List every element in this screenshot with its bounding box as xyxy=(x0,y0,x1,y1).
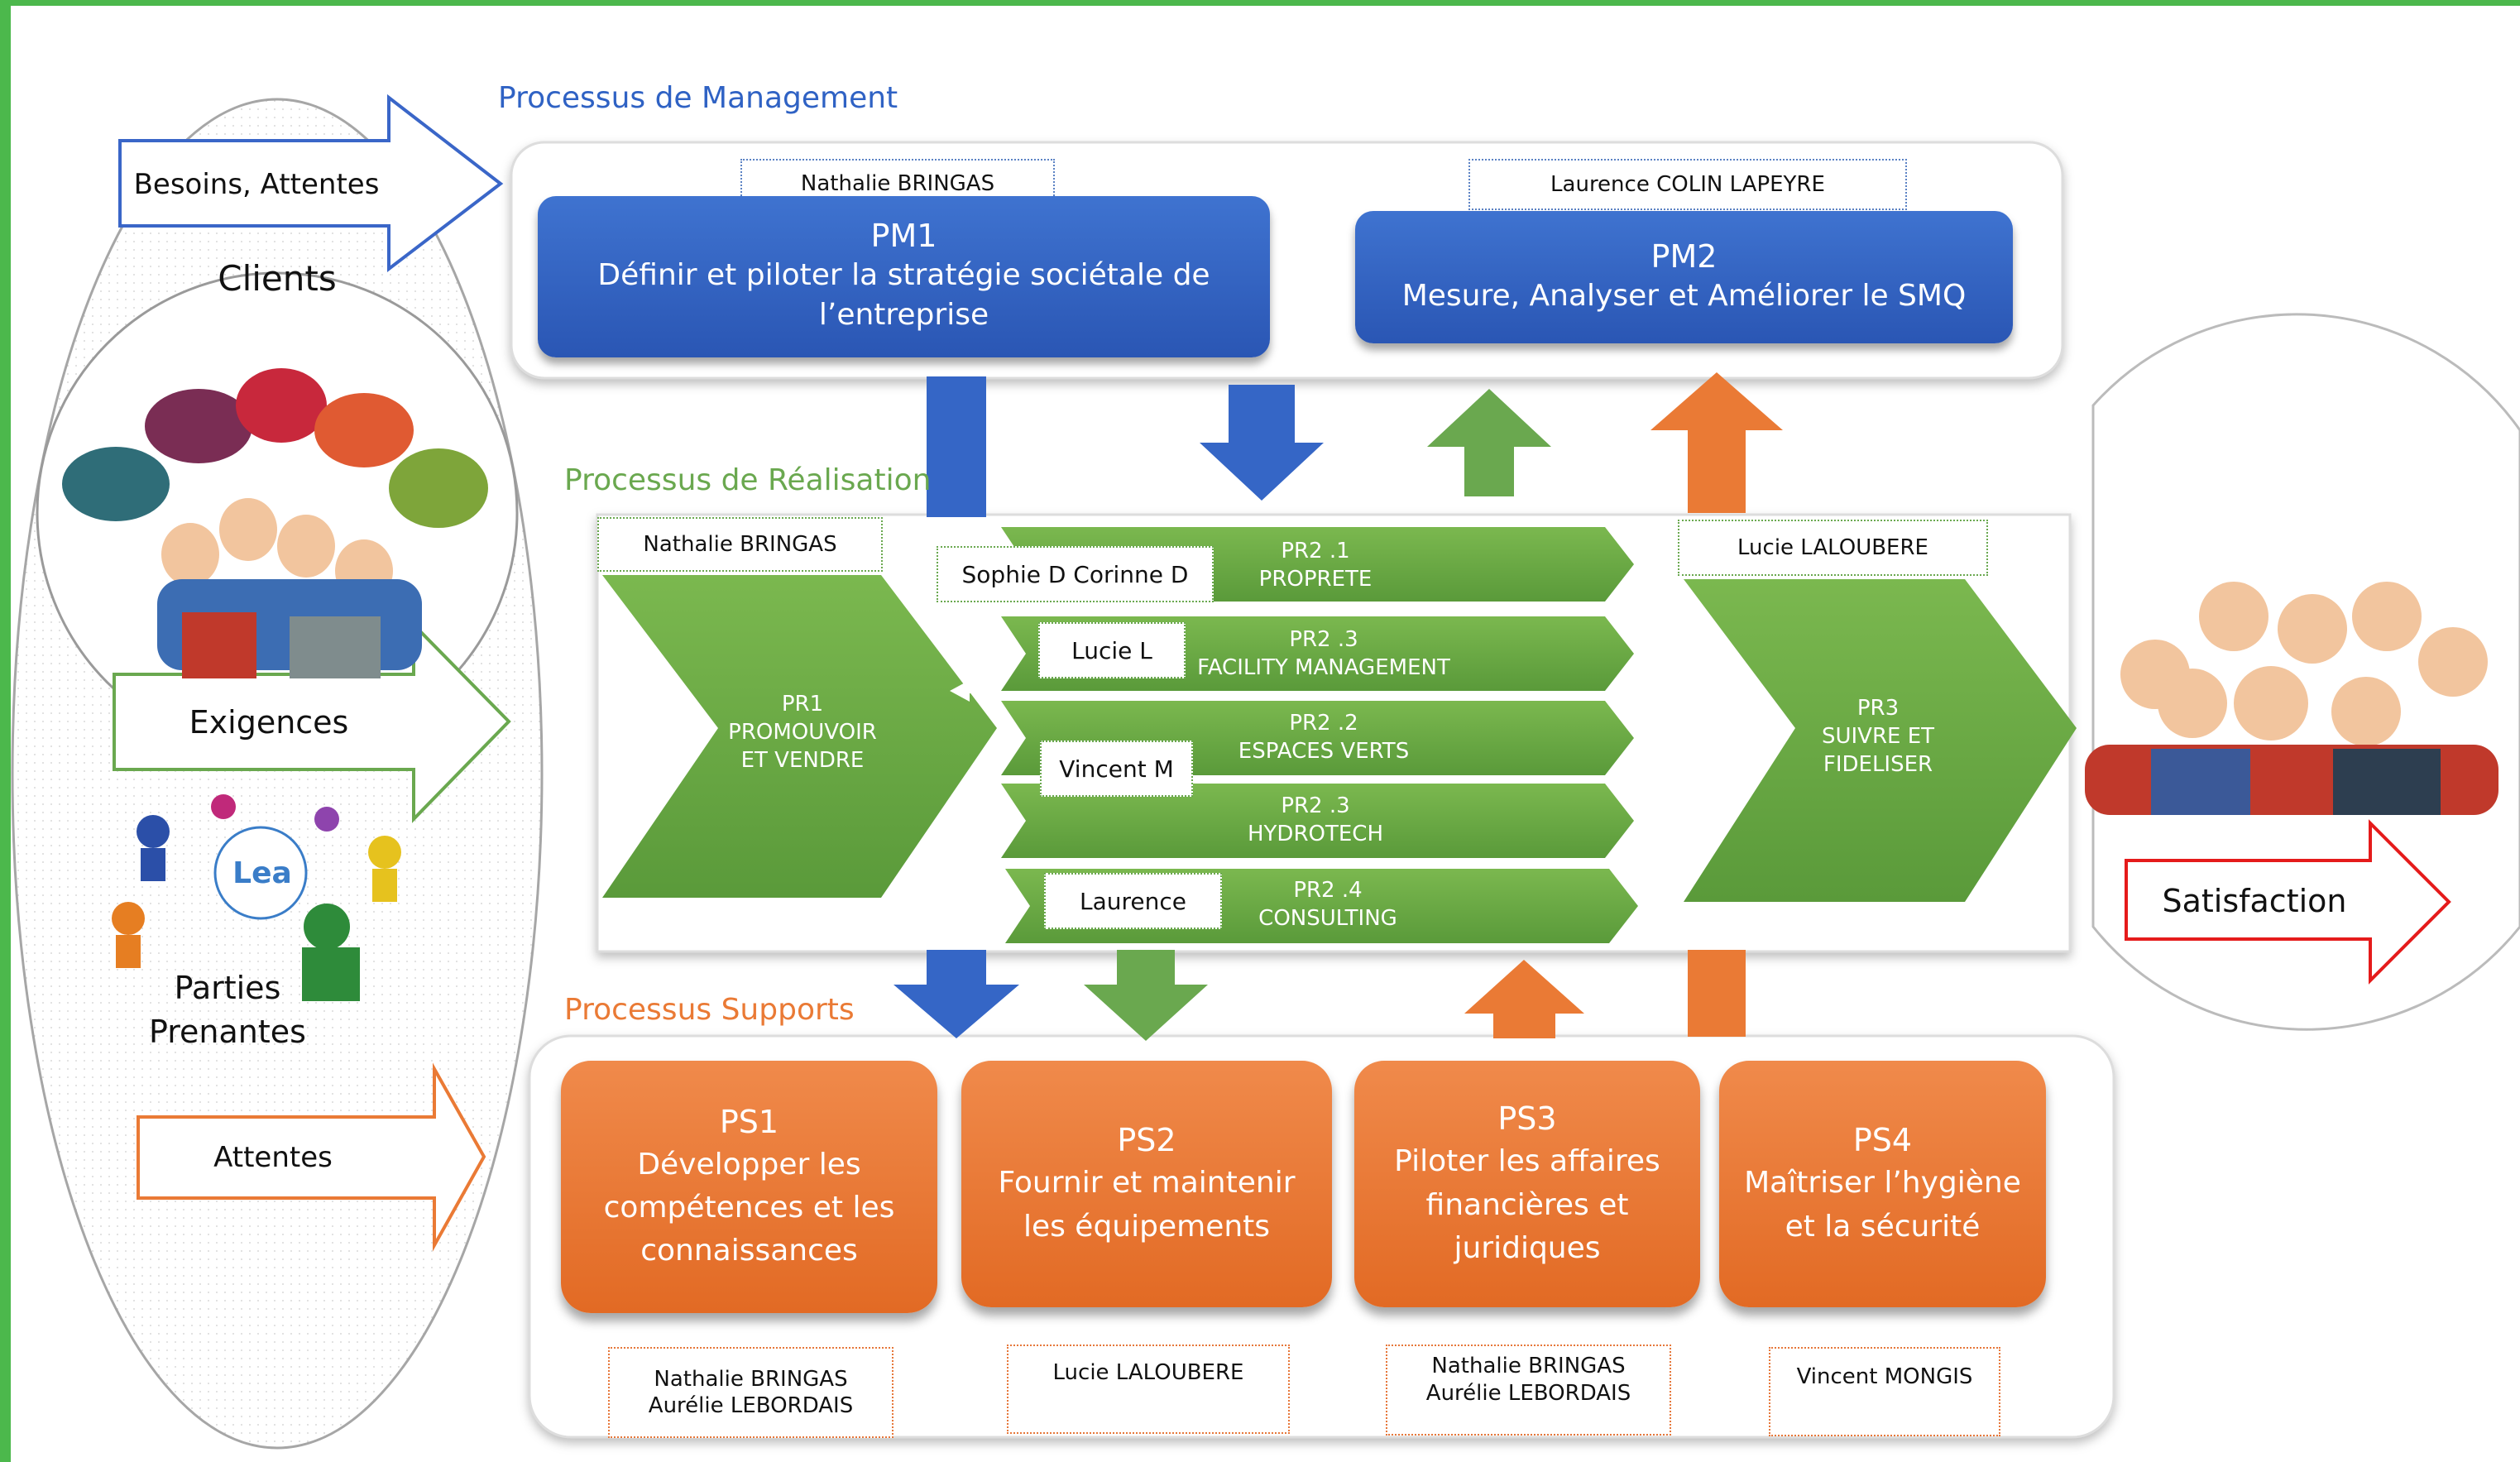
pr2-item-1-name: PROPRETE xyxy=(1258,566,1373,592)
blue-down-arrow-lower xyxy=(893,950,1019,1038)
pr1-owner: Nathalie BRINGAS xyxy=(597,517,883,572)
expectations-arrow-shape xyxy=(137,1062,486,1252)
blue-down-arrow xyxy=(1200,385,1324,501)
ps3-text: Piloter les affaires financières et juri… xyxy=(1394,1144,1660,1265)
pr3-line1: SUIVRE ET xyxy=(1821,723,1935,749)
pr3-chevron xyxy=(1684,579,2077,902)
ps2-owner: Lucie LALOUBERE xyxy=(1007,1345,1290,1434)
ps3-owner-1: Nathalie BRINGAS xyxy=(1431,1354,1626,1378)
pr3-label: PR3 SUIVRE ET FIDELISER xyxy=(1770,695,1986,779)
ps3-code: PS3 xyxy=(1497,1100,1557,1138)
pr3-line2: FIDELISER xyxy=(1823,751,1933,777)
frame-border-left xyxy=(0,0,11,1462)
needs-arrow-shape xyxy=(118,93,504,273)
pm1-text: Définir et piloter la stratégie sociétal… xyxy=(597,257,1210,333)
requirements-arrow-label: Exigences xyxy=(189,703,349,741)
stakeholder-figures xyxy=(112,794,401,1001)
ps2-code: PS2 xyxy=(1117,1122,1176,1159)
satisfied-people-illustration xyxy=(2085,582,2498,815)
pr2-item-5-label: PR2 .4 CONSULTING xyxy=(1187,877,1468,933)
orange-up-arrow xyxy=(1650,372,1783,513)
satisfaction-circle xyxy=(2091,313,2520,1031)
pr2-item-2-name: FACILITY MANAGEMENT xyxy=(1197,654,1450,680)
pr2-item-2-code: PR2 .3 xyxy=(1289,627,1358,652)
green-up-arrow xyxy=(1427,389,1551,496)
pm2-text: Mesure, Analyser et Améliorer le SMQ xyxy=(1401,278,1967,313)
frame-border-top xyxy=(0,0,2520,6)
pr2-item-3-code: PR2 .2 xyxy=(1289,711,1358,736)
ps1-text: Développer les compétences et les connai… xyxy=(603,1147,895,1268)
orange-up-arrow-lower xyxy=(1464,960,1584,1038)
pr1-code: PR1 xyxy=(781,692,824,717)
pr2-item-5-owner: Laurence xyxy=(1044,873,1222,929)
clients-illustration xyxy=(62,368,488,678)
pm2-code: PM2 xyxy=(1650,237,1718,275)
pr1-line1: PROMOUVOIR xyxy=(728,719,877,745)
ps4-code: PS4 xyxy=(1852,1122,1913,1159)
pr2-item-3-label: PR2 .2 ESPACES VERTS xyxy=(1183,710,1464,766)
pr2-item-1-code: PR2 .1 xyxy=(1281,539,1350,563)
pm1-box[interactable]: PM1 Définir et piloter la stratégie soci… xyxy=(538,196,1270,357)
pr3-code: PR3 xyxy=(1856,696,1900,721)
pm2-owner: Laurence COLIN LAPEYRE xyxy=(1468,159,1907,210)
pr2-item-1-owner: Sophie D Corinne D xyxy=(937,546,1214,602)
ps3-box[interactable]: PS3 Piloter les affaires financières et … xyxy=(1354,1061,1700,1307)
pr2-item-4-code: PR2 .3 xyxy=(1281,793,1350,818)
management-title: Processus de Management xyxy=(498,81,898,115)
supports-title: Processus Supports xyxy=(564,993,855,1027)
pr2-item-4-name: HYDROTECH xyxy=(1248,821,1383,846)
stakeholders-label: Parties Prenantes xyxy=(116,966,339,1054)
orange-connector-lower xyxy=(1688,950,1746,1037)
ps1-owner: Nathalie BRINGAS Aurélie LEBORDAIS xyxy=(608,1347,893,1438)
expectations-arrow-label: Attentes xyxy=(213,1141,333,1174)
satisfaction-arrow-label: Satisfaction xyxy=(2162,883,2347,919)
pm1-owner: Nathalie BRINGAS xyxy=(740,159,1055,209)
ps2-text: Fournir et maintenir les équipements xyxy=(998,1166,1296,1244)
ps2-owner-1: Lucie LALOUBERE xyxy=(1052,1360,1244,1385)
ps1-owner-2: Aurélie LEBORDAIS xyxy=(648,1393,854,1418)
pm1-code: PM1 xyxy=(870,218,937,255)
ps3-owner: Nathalie BRINGAS Aurélie LEBORDAIS xyxy=(1386,1345,1671,1436)
pr1-chevron xyxy=(602,575,997,898)
pr2-item-5-code: PR2 .4 xyxy=(1293,878,1363,903)
ps1-owner-1: Nathalie BRINGAS xyxy=(654,1366,848,1392)
pr2-item-2-label: PR2 .3 FACILITY MANAGEMENT xyxy=(1175,626,1473,683)
requirements-arrow-shape xyxy=(113,621,511,823)
ps4-owner: Vincent MONGIS xyxy=(1769,1347,2000,1436)
pr2-to-pr3-head xyxy=(1733,682,1758,705)
ps4-box[interactable]: PS4 Maîtriser l’hygiène et la sécurité xyxy=(1719,1061,2046,1307)
needs-arrow-label: Besoins, Attentes xyxy=(133,168,380,201)
clients-label: Clients xyxy=(218,258,337,299)
green-down-arrow-lower xyxy=(1084,950,1208,1041)
ps4-owner-1: Vincent MONGIS xyxy=(1796,1364,1973,1389)
pr2-item-3-owner: Vincent M xyxy=(1040,741,1193,797)
pr2-item-4-label: PR2 .3 HYDROTECH xyxy=(1175,793,1456,849)
pr2-item-2-owner: Lucie L xyxy=(1038,622,1186,678)
realisation-title: Processus de Réalisation xyxy=(564,463,932,497)
stakeholders-line2: Prenantes xyxy=(149,1014,306,1051)
ps2-box[interactable]: PS2 Fournir et maintenir les équipements xyxy=(961,1061,1332,1307)
pr1-line2: ET VENDRE xyxy=(740,747,865,773)
ps4-text: Maîtriser l’hygiène et la sécurité xyxy=(1744,1166,2021,1244)
pr2-bar-4 xyxy=(1001,784,1634,858)
pr2-item-1-label: PR2 .1 PROPRETE xyxy=(1175,538,1456,594)
ps1-box[interactable]: PS1 Développer les compétences et les co… xyxy=(561,1061,937,1313)
stakeholders-line1: Parties xyxy=(174,970,281,1006)
pr2-item-3-name: ESPACES VERTS xyxy=(1238,738,1410,764)
lea-logo-text: Lea xyxy=(232,856,292,890)
pr3-owner: Lucie LALOUBERE xyxy=(1678,520,1988,576)
lea-logo: Lea xyxy=(217,829,308,917)
satisfaction-arrow-shape xyxy=(2125,819,2451,985)
pr1-label: PR1 PROMOUVOIR ET VENDRE xyxy=(687,691,918,774)
ps1-code: PS1 xyxy=(719,1103,779,1140)
pr2-item-5-name: CONSULTING xyxy=(1258,905,1397,931)
ps3-owner-2: Aurélie LEBORDAIS xyxy=(1425,1380,1631,1406)
pr2-to-pr1-head xyxy=(950,680,970,702)
blue-connector-top xyxy=(927,376,986,517)
pm2-box[interactable]: PM2 Mesure, Analyser et Améliorer le SMQ xyxy=(1355,211,2013,343)
